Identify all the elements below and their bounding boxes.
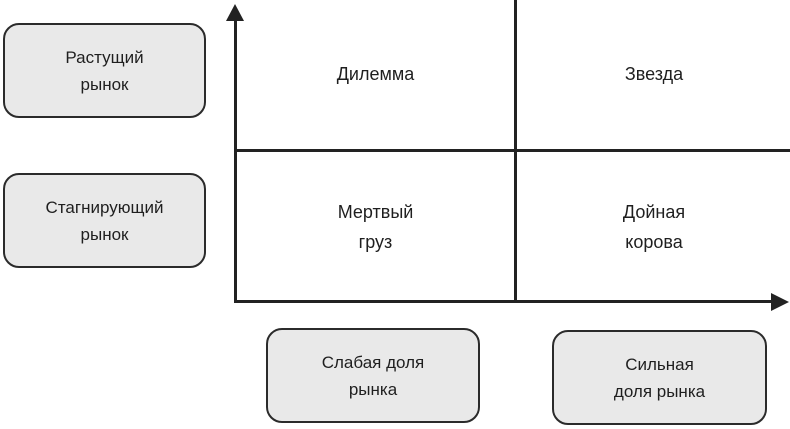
quadrant-star: Звезда bbox=[518, 0, 790, 148]
x-axis-arrowhead-icon bbox=[771, 293, 789, 311]
quadrant-dilemma: Дилемма bbox=[237, 0, 514, 148]
column-label-strong-market-share-text: Сильная доля рынка bbox=[613, 354, 706, 401]
column-label-weak-market-share: Слабая доля рынка bbox=[266, 328, 480, 423]
column-label-strong-market-share: Сильная доля рынка bbox=[552, 330, 767, 425]
quadrant-star-label: Звезда bbox=[624, 64, 684, 84]
y-axis-arrowhead-icon bbox=[226, 4, 244, 21]
quadrant-cash-cow: Дойная корова bbox=[518, 153, 790, 301]
y-axis-line bbox=[234, 16, 237, 303]
row-label-stagnating-market-text: Стагнирующий рынок bbox=[45, 197, 164, 244]
quadrant-dilemma-label: Дилемма bbox=[336, 64, 415, 84]
row-label-growing-market: Растущий рынок bbox=[3, 23, 206, 118]
quadrant-cash-cow-label: Дойная корова bbox=[622, 202, 686, 252]
quadrant-horizontal-divider bbox=[234, 149, 790, 152]
row-label-growing-market-text: Растущий рынок bbox=[65, 47, 144, 94]
x-axis-line bbox=[234, 300, 774, 303]
row-label-stagnating-market: Стагнирующий рынок bbox=[3, 173, 206, 268]
quadrant-dead-weight-label: Мертвый груз bbox=[337, 202, 414, 252]
quadrant-dead-weight: Мертвый груз bbox=[237, 153, 514, 301]
column-label-weak-market-share-text: Слабая доля рынка bbox=[321, 352, 425, 399]
